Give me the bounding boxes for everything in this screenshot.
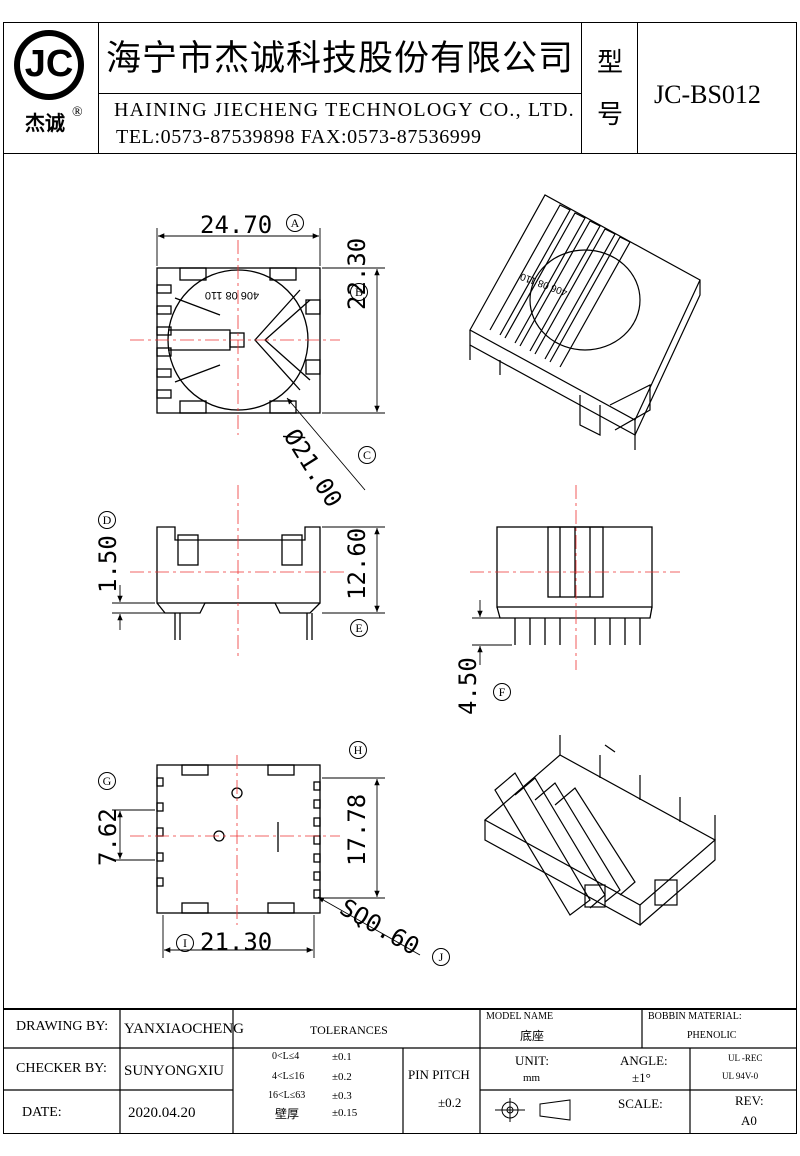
top-view-part-mark: 406 08 110 xyxy=(205,289,259,301)
checker-by-label: CHECKER BY: xyxy=(16,1061,107,1076)
dim-e-tag: E xyxy=(350,619,368,637)
dim-d-lines xyxy=(112,585,165,630)
ul-rec: UL -REC xyxy=(728,1053,763,1063)
model-name-value: 底座 xyxy=(520,1029,545,1043)
unit-value: mm xyxy=(523,1072,541,1084)
dim-a-value: 24.70 xyxy=(200,211,273,239)
side-view-pins xyxy=(514,618,641,645)
company-contact: TEL:0573-87539898 FAX:0573-87536999 xyxy=(116,126,482,148)
tol-row3-range: 16<L≤63 xyxy=(268,1090,306,1101)
material-value: PHENOLIC xyxy=(687,1030,737,1041)
tol-wall-value: ±0.15 xyxy=(332,1107,358,1119)
tol-row3-value: ±0.3 xyxy=(332,1090,352,1102)
dim-b-lines xyxy=(322,267,385,414)
drawing-by-value: YANXIAOCHENG xyxy=(124,1021,244,1037)
dim-a-tag: A xyxy=(286,214,304,232)
dim-f-lines xyxy=(472,600,512,665)
dim-g-tag: G xyxy=(98,772,116,790)
date-value: 2020.04.20 xyxy=(128,1105,196,1121)
bottom-view-centerlines xyxy=(130,755,340,925)
tol-row2-value: ±0.2 xyxy=(332,1071,352,1083)
dim-j-leader xyxy=(317,896,421,956)
top-view-left-slots xyxy=(156,284,172,399)
dim-f-value: 4.50 xyxy=(454,657,482,715)
dim-h-lines xyxy=(322,777,385,899)
side-view-centerlines xyxy=(470,485,680,670)
pin-pitch-value: ±0.2 xyxy=(438,1095,462,1110)
pin-pitch-label: PIN PITCH xyxy=(408,1067,470,1082)
checker-by-value: SUNYONGXIU xyxy=(124,1063,224,1079)
bottom-view-right-pins xyxy=(313,781,321,899)
dim-d-tag: D xyxy=(98,511,116,529)
drawing-by-label: DRAWING BY: xyxy=(16,1019,109,1034)
registered-mark: ® xyxy=(72,105,83,120)
side-view xyxy=(496,526,653,645)
dim-h-tag: H xyxy=(349,741,367,759)
logo-name: 杰诚 xyxy=(25,111,65,135)
dim-a-lines xyxy=(156,228,321,266)
rev-label: REV: xyxy=(735,1093,764,1108)
header-divider-logo xyxy=(98,22,100,154)
ul-94v0: UL 94V-0 xyxy=(722,1071,759,1081)
tol-row1-range: 0<L≤4 xyxy=(272,1051,300,1062)
dim-e-lines xyxy=(322,526,385,614)
scale-label: SCALE: xyxy=(618,1096,663,1111)
iso-part-mark: 406 08 110 xyxy=(519,270,570,297)
dim-b-tag: B xyxy=(350,283,368,301)
front-view-centerlines xyxy=(130,485,345,660)
dim-i-value: 21.30 xyxy=(200,928,273,956)
title-block-footer xyxy=(3,1009,797,1134)
date-label: DATE: xyxy=(22,1105,62,1120)
isometric-bottom-view xyxy=(483,735,717,927)
dim-d-value: 1.50 xyxy=(94,535,122,593)
tolerances-label: TOLERANCES xyxy=(310,1023,388,1037)
dim-e-value: 12.60 xyxy=(343,527,371,600)
header-divider-model xyxy=(637,22,639,154)
header-divider-company xyxy=(581,22,583,154)
angle-label: ANGLE: xyxy=(620,1053,668,1068)
dim-c-tag: C xyxy=(358,446,376,464)
drawing-frame xyxy=(3,153,797,1009)
tol-row2-range: 4<L≤16 xyxy=(272,1071,305,1082)
model-name-label: MODEL NAME xyxy=(486,1011,554,1022)
front-view xyxy=(156,526,321,640)
company-name-en: HAINING JIECHENG TECHNOLOGY CO., LTD. xyxy=(114,99,575,121)
model-label-1: 型 xyxy=(597,48,624,78)
dim-j-tag: J xyxy=(432,948,450,966)
bottom-view xyxy=(156,764,321,914)
company-logo: JC xyxy=(14,30,84,100)
model-number: JC-BS012 xyxy=(654,80,761,109)
model-label-2: 号 xyxy=(597,100,624,130)
angle-value: ±1° xyxy=(632,1070,651,1085)
top-view-centerlines xyxy=(130,240,340,435)
rev-value: A0 xyxy=(741,1113,757,1128)
isometric-top-view xyxy=(469,194,701,450)
tol-wall-label: 壁厚 xyxy=(275,1107,300,1121)
footer-grid xyxy=(3,1009,797,1133)
dim-c-leader xyxy=(286,397,366,491)
dim-f-tag: F xyxy=(493,683,511,701)
tol-row1-value: ±0.1 xyxy=(332,1051,352,1063)
material-label: BOBBIN MATERIAL: xyxy=(648,1011,742,1022)
dim-i-tag: I xyxy=(176,934,194,952)
header-divider-horizontal xyxy=(98,93,581,95)
unit-label: UNIT: xyxy=(515,1053,550,1068)
bottom-view-left-pins xyxy=(156,777,164,887)
dim-h-value: 17.78 xyxy=(343,793,371,866)
logo-letters: JC xyxy=(24,43,74,85)
company-name-cn: 海宁市杰诚科技股份有限公司 xyxy=(106,39,575,79)
dim-g-value: 7.62 xyxy=(94,808,122,866)
dim-g-lines xyxy=(112,809,155,861)
projection-symbol xyxy=(495,1098,571,1122)
